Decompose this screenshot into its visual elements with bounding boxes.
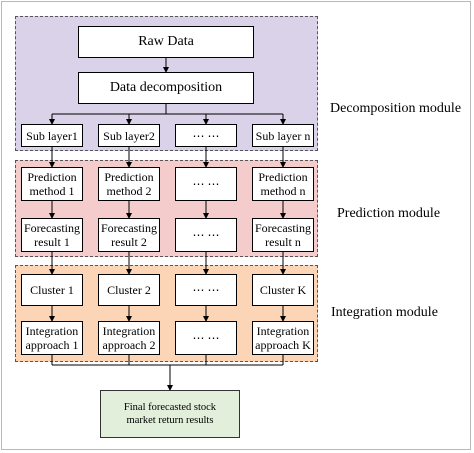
prediction-method-box: Prediction method 1 [21, 167, 83, 201]
integration-module-label: Integration module [331, 305, 438, 320]
cluster-box: Cluster K [252, 274, 314, 306]
prediction-method-box: Prediction method n [252, 167, 314, 201]
integration-approach-box: Integration approach K [252, 321, 314, 355]
cluster-box: ⋯ ⋯ [175, 274, 237, 306]
prediction-module-label: Prediction module [337, 206, 441, 221]
prediction-method-box: ⋯ ⋯ [175, 167, 237, 201]
cluster-box: Cluster 2 [98, 274, 160, 306]
sub-layer-box: ⋯ ⋯ [175, 124, 237, 147]
sub-layer-box: Sub layer1 [21, 124, 83, 147]
prediction-method-box: Prediction method 2 [98, 167, 160, 201]
decomposition-module-label: Decomposition module [330, 101, 462, 116]
forecasting-result-box: ⋯ ⋯ [175, 218, 237, 252]
integration-approach-box: Integration approach 2 [98, 321, 160, 355]
sub-layer-box: Sub layer2 [98, 124, 160, 147]
forecasting-result-box: Forecasting result 2 [98, 218, 160, 252]
sub-layer-box: Sub layer n [252, 124, 314, 147]
forecasting-result-box: Forecasting result n [252, 218, 314, 252]
raw-data-box: Raw Data [78, 26, 254, 58]
integration-approach-box: Integration approach 1 [21, 321, 83, 355]
data-decomposition-box: Data decomposition [78, 72, 254, 104]
final-result-box: Final forecasted stock market return res… [100, 390, 240, 438]
forecasting-result-box: Forecasting result 1 [21, 218, 83, 252]
integration-approach-box: ⋯ ⋯ [175, 321, 237, 355]
cluster-box: Cluster 1 [21, 274, 83, 306]
